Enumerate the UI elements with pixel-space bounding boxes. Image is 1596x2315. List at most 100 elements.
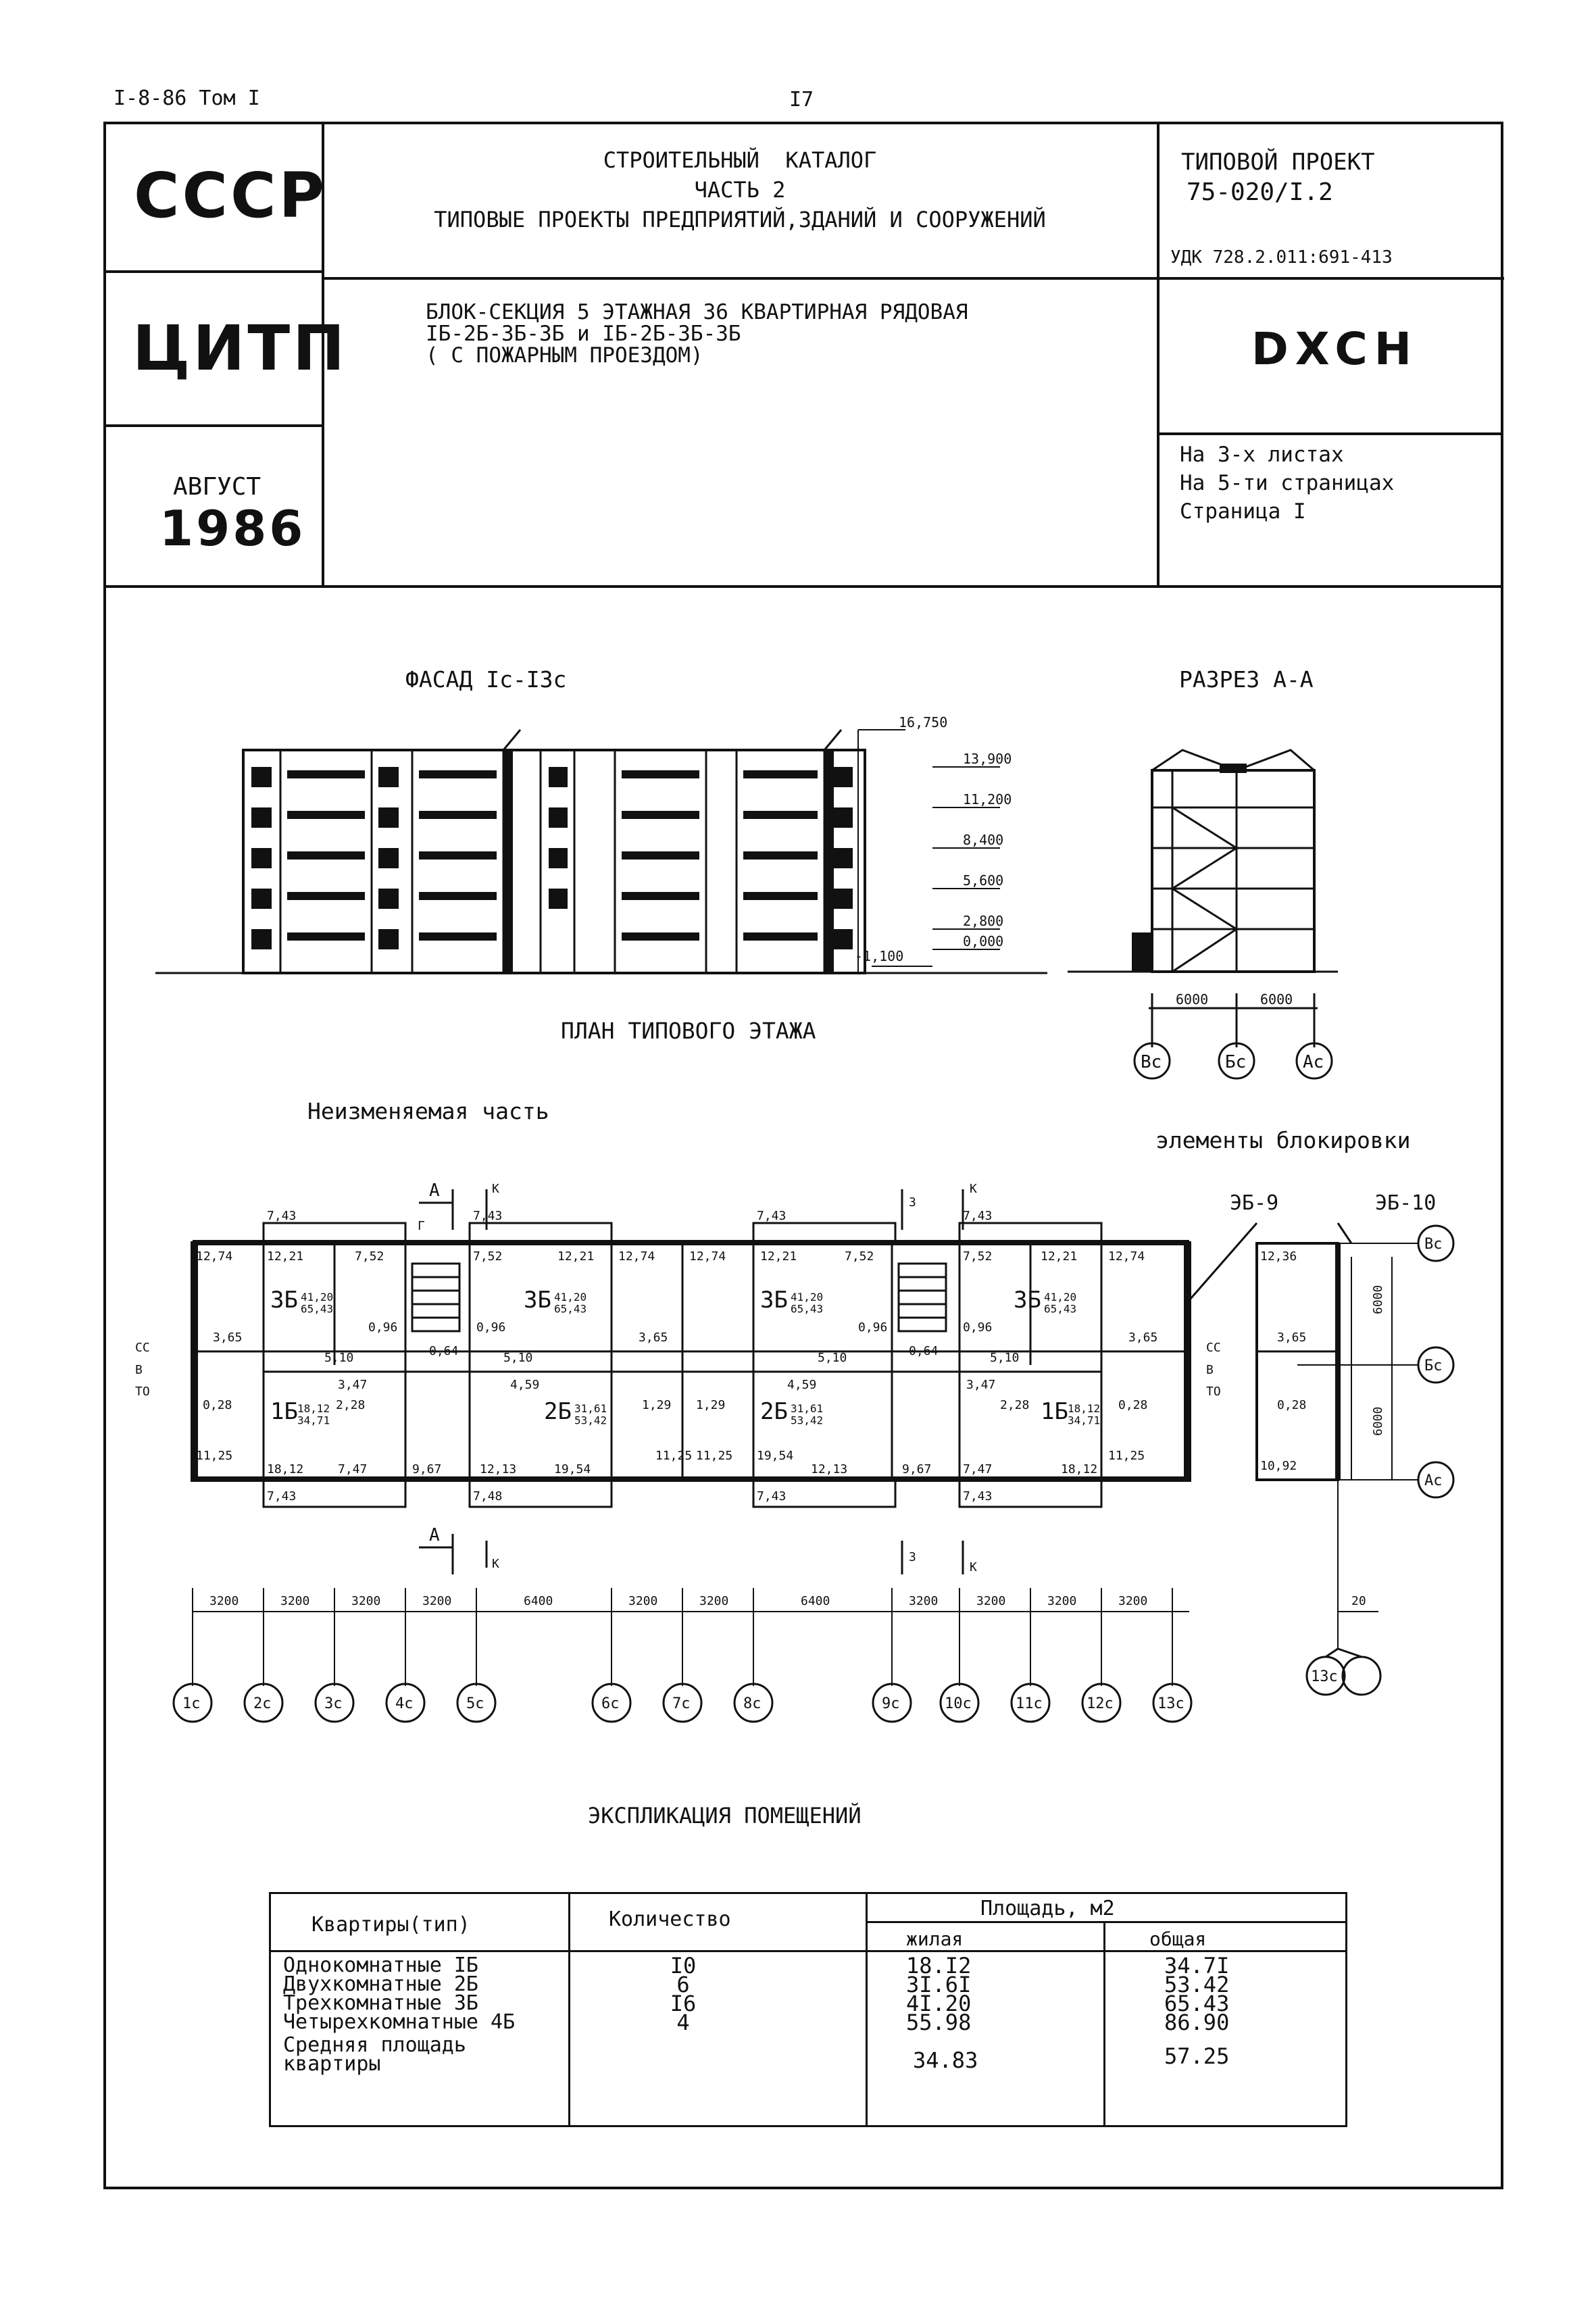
- unchanged-part-label: Неизменяемая часть: [307, 1098, 549, 1124]
- room-1213-a: 12,13: [480, 1462, 516, 1476]
- side-mark-cc-right: СС: [1206, 1341, 1221, 1355]
- description-line-2: IБ-2Б-3Б-3Б и IБ-2Б-3Б-3Б: [426, 322, 741, 346]
- room-1812-b: 18,12: [1061, 1462, 1097, 1476]
- type-column: Однокомнатные IБ Двухкомнатные 2Б Трехко…: [283, 1956, 515, 2074]
- room-752-a: 7,52: [355, 1249, 384, 1264]
- room-365-c: 3,65: [1128, 1330, 1157, 1345]
- block-element-eb10: ЭБ-10: [1375, 1191, 1436, 1215]
- row-living-3: 4I.20: [906, 1991, 972, 2016]
- block-element-eb9: ЭБ-9: [1230, 1191, 1278, 1215]
- room-1954-a: 19,54: [554, 1462, 591, 1476]
- avg-label-2: квартиры: [283, 2052, 381, 2076]
- catalog-line-2: ЧАСТЬ 2: [694, 177, 786, 203]
- page-number: I7: [789, 88, 814, 111]
- plan-dim-3: 3200: [351, 1594, 380, 1608]
- plan-title: ПЛАН ТИПОВОГО ЭТАЖА: [561, 1018, 816, 1044]
- room-1125-c: 11,25: [696, 1449, 732, 1463]
- room-1125-a: 11,25: [196, 1449, 232, 1463]
- room-743-c: 7,43: [757, 1209, 786, 1223]
- room-747-b: 7,47: [963, 1462, 992, 1476]
- room-1274-c: 12,74: [689, 1249, 726, 1264]
- block-dim-2: 6000: [1371, 1407, 1385, 1436]
- axis-13c-extra: 13с: [1311, 1668, 1338, 1685]
- explication-title: ЭКСПЛИКАЦИЯ ПОМЕЩЕНИЙ: [588, 1803, 862, 1828]
- row-count-4: 4: [676, 2010, 690, 2035]
- row-count-2: 6: [676, 1972, 690, 1997]
- org-citp: ЦИТП: [132, 312, 348, 384]
- plan-dim-12: 3200: [1118, 1594, 1147, 1608]
- room-747-a: 7,47: [338, 1462, 367, 1476]
- side-mark-cc-left: СС: [135, 1341, 150, 1355]
- room-1812-a: 18,12: [267, 1462, 303, 1476]
- project-number: 75-020/I.2: [1187, 178, 1333, 206]
- row-living-1: 18.I2: [906, 1953, 972, 1978]
- plan-dim-10: 3200: [976, 1594, 1005, 1608]
- facade-title: ФАСАД Iс-I3с: [405, 666, 567, 693]
- issue-year: 1986: [159, 500, 306, 557]
- room-1221-c: 12,21: [760, 1249, 797, 1264]
- room-1274-d: 12,74: [1108, 1249, 1145, 1264]
- room-347-a: 3,47: [338, 1378, 367, 1392]
- plan-dim-11: 3200: [1047, 1594, 1076, 1608]
- cut-mark-k-bottom-2: К: [970, 1560, 977, 1574]
- room-743-g: 7,43: [963, 1489, 992, 1503]
- room-096-b: 0,96: [476, 1320, 505, 1335]
- row-total-4: 86.90: [1164, 2010, 1230, 2035]
- elevation-13900: 13,900: [963, 751, 1012, 767]
- side-mark-b-left: В: [135, 1363, 143, 1377]
- axis-1c: 1с: [182, 1695, 201, 1712]
- cut-mark-g: Г: [418, 1219, 425, 1233]
- avg-total: 57.25: [1164, 2043, 1230, 2069]
- cut-mark-k-top: К: [492, 1182, 499, 1196]
- total-column: 34.7I 53.42 65.43 86.90 57.25: [1164, 1955, 1230, 2069]
- section-axis-v: Вс: [1141, 1052, 1162, 1072]
- room-510-b: 5,10: [503, 1351, 532, 1365]
- room-1221-b: 12,21: [557, 1249, 594, 1264]
- col-header-total: общая: [1149, 1928, 1207, 1950]
- room-1213-b: 12,13: [811, 1462, 847, 1476]
- room-459-a: 4,59: [510, 1378, 539, 1392]
- section-title: РАЗРЕЗ А-А: [1179, 666, 1314, 693]
- elevation-0000: 0,000: [963, 933, 1003, 949]
- table-col-divider-2: [866, 1894, 868, 2125]
- extra-dim: 20: [1351, 1594, 1366, 1608]
- col-header-type: Квартиры(тип): [311, 1913, 470, 1937]
- room-459-b: 4,59: [787, 1378, 816, 1392]
- title-divider-1: [322, 122, 324, 588]
- elevation-8400: 8,400: [963, 832, 1003, 848]
- room-096-a: 0,96: [368, 1320, 397, 1335]
- table-header-line: [271, 1950, 1345, 1952]
- apt-3b-a: 3Б: [270, 1287, 298, 1314]
- room-1125-d: 11,25: [1108, 1449, 1145, 1463]
- room-1954-b: 19,54: [757, 1449, 793, 1463]
- elevation-5600: 5,600: [963, 872, 1003, 889]
- count-column: I0 6 I6 4: [663, 1955, 703, 2035]
- col-header-count: Количество: [609, 1908, 731, 1931]
- row-type-2: Двухкомнатные 2Б: [283, 1972, 478, 1996]
- cut-mark-a-top: А: [429, 1180, 440, 1201]
- plan-dim-8: 6400: [801, 1594, 830, 1608]
- cut-mark-k-top-2: К: [970, 1182, 977, 1196]
- room-1125-b: 11,25: [655, 1449, 692, 1463]
- apt-3b-c: 3Б: [760, 1287, 788, 1314]
- org-divider-1: [103, 270, 323, 273]
- plan-dim-9: 3200: [909, 1594, 938, 1608]
- room-1236: 12,36: [1260, 1249, 1297, 1264]
- blocking-elements-label: элементы блокировки: [1155, 1127, 1411, 1153]
- section-axis-b: Бс: [1225, 1052, 1246, 1072]
- table-col-divider-3: [1103, 1921, 1105, 2125]
- room-510-c: 5,10: [818, 1351, 847, 1365]
- block-axis-a: Ас: [1424, 1472, 1443, 1489]
- room-096-c: 0,96: [858, 1320, 887, 1335]
- axis-13c: 13с: [1157, 1695, 1184, 1712]
- room-1221-d: 12,21: [1041, 1249, 1077, 1264]
- room-743-d: 7,43: [963, 1209, 992, 1223]
- row-count-3: I6: [670, 1991, 697, 2016]
- row-total-3: 65.43: [1164, 1991, 1230, 2016]
- room-752-b: 7,52: [473, 1249, 502, 1264]
- section-axis-a: Ас: [1303, 1052, 1324, 1072]
